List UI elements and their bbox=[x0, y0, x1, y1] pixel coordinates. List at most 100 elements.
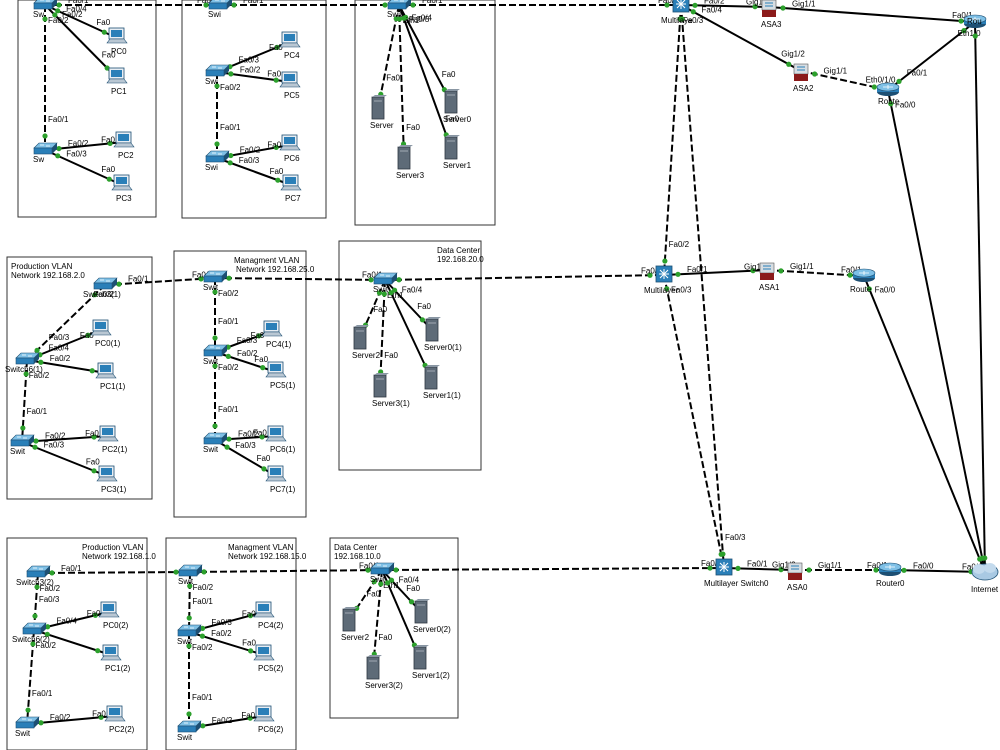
network-link: Fa0/1 bbox=[214, 271, 386, 283]
pc-icon bbox=[253, 705, 275, 722]
port-label: Fa0/1 bbox=[197, 0, 218, 5]
device-mlswitch[interactable]: Multilayer Switch0 bbox=[704, 558, 769, 588]
device-router[interactable]: Rou bbox=[963, 14, 987, 28]
switch-icon bbox=[22, 622, 47, 635]
device-switch[interactable]: Swit bbox=[178, 564, 203, 586]
network-link bbox=[384, 279, 432, 379]
pc-icon bbox=[279, 31, 301, 48]
device-pc[interactable]: PC2(2) bbox=[104, 705, 135, 734]
device-router[interactable]: Router0 bbox=[876, 562, 905, 588]
device-switch[interactable]: Swit bbox=[387, 0, 411, 19]
device-switch[interactable]: Swit bbox=[370, 562, 395, 584]
device-pc[interactable]: PC0(1) bbox=[90, 319, 121, 348]
device-pc[interactable]: PC5(2) bbox=[253, 644, 284, 673]
pc-icon bbox=[261, 320, 283, 337]
device-switch[interactable]: Swi bbox=[208, 0, 232, 19]
pc-icon bbox=[279, 134, 301, 151]
device-asa[interactable]: ASA3 bbox=[761, 0, 782, 29]
device-router[interactable]: Route bbox=[850, 268, 876, 294]
port-status-dot bbox=[34, 347, 40, 353]
device-pc[interactable]: PC2 bbox=[113, 131, 135, 160]
device-server[interactable]: Server1(2) bbox=[412, 645, 450, 680]
port-status-dot bbox=[49, 570, 55, 576]
device-server[interactable]: Server1(1) bbox=[423, 365, 461, 400]
device-pc[interactable]: PC7(1) bbox=[265, 465, 296, 494]
port-label: Fa0/0 bbox=[875, 286, 896, 295]
device-asa[interactable]: ASA0 bbox=[787, 562, 808, 592]
port-label: Fa0 bbox=[96, 18, 110, 27]
device-pc[interactable]: PC3(1) bbox=[96, 465, 127, 494]
device-pc[interactable]: PC0 bbox=[106, 27, 128, 56]
port-status-dot bbox=[778, 567, 784, 573]
device-server[interactable]: Server0 bbox=[443, 89, 472, 124]
device-label: PC0 bbox=[111, 47, 127, 56]
device-pc[interactable]: PC3 bbox=[111, 174, 133, 203]
device-mlswitch[interactable]: Multilayer bbox=[644, 265, 679, 295]
device-pc[interactable]: PC6(2) bbox=[253, 705, 284, 734]
device-pc[interactable]: PC1 bbox=[106, 67, 128, 96]
device-pc[interactable]: PC4 bbox=[279, 31, 301, 60]
port-label: Fa0/1 bbox=[867, 561, 888, 570]
device-server[interactable]: Server0(2) bbox=[413, 599, 451, 634]
port-label: Fa0/2 bbox=[704, 0, 725, 5]
device-server[interactable]: Server1 bbox=[443, 135, 472, 170]
device-server[interactable]: Server2 bbox=[352, 325, 381, 360]
device-pc[interactable]: PC6(1) bbox=[265, 425, 296, 454]
device-switch[interactable]: Sw bbox=[33, 142, 58, 164]
device-switch[interactable]: Switch6(2) bbox=[12, 622, 50, 644]
device-server[interactable]: Server3(1) bbox=[372, 373, 410, 408]
device-switch[interactable]: Swit bbox=[10, 434, 35, 456]
device-server[interactable]: Server bbox=[370, 95, 394, 130]
device-pc[interactable]: PC5(1) bbox=[265, 361, 296, 390]
device-pc[interactable]: PC7 bbox=[280, 174, 302, 203]
device-switch[interactable]: Switch3(2) bbox=[16, 565, 54, 587]
device-label: Switch3(1) bbox=[83, 290, 121, 299]
device-label: Swi bbox=[205, 163, 218, 172]
device-pc[interactable]: PC5 bbox=[279, 71, 301, 100]
server-icon bbox=[414, 599, 430, 624]
link-line bbox=[398, 4, 405, 159]
pc-icon bbox=[279, 71, 301, 88]
device-label: Server0 bbox=[443, 115, 472, 124]
device-pc[interactable]: PC4(1) bbox=[261, 320, 292, 349]
device-switch[interactable]: Switch3(1) bbox=[83, 277, 121, 299]
link-line bbox=[663, 4, 682, 276]
device-switch[interactable]: Swit bbox=[177, 720, 202, 742]
device-server[interactable]: Server2 bbox=[341, 607, 370, 642]
port-label: Fa0/4 bbox=[402, 286, 423, 295]
device-server[interactable]: Server3(2) bbox=[365, 655, 403, 690]
device-pc[interactable]: PC6 bbox=[279, 134, 301, 163]
device-asa[interactable]: ASA2 bbox=[793, 63, 814, 93]
port-status-dot bbox=[224, 444, 230, 450]
device-pc[interactable]: PC2(1) bbox=[97, 425, 128, 454]
device-server[interactable]: Server0(1) bbox=[424, 317, 462, 352]
device-server[interactable]: Server3 bbox=[396, 145, 425, 180]
device-switch[interactable]: Swit bbox=[177, 624, 202, 646]
device-pc[interactable]: PC1(1) bbox=[95, 362, 126, 391]
device-switch[interactable]: Switch6(1) bbox=[5, 352, 43, 374]
device-pc[interactable]: PC0(2) bbox=[98, 601, 129, 630]
port-status-dot bbox=[101, 29, 107, 35]
device-switch[interactable]: Swit bbox=[203, 432, 228, 454]
device-mlswitch[interactable]: Multilaye bbox=[661, 0, 693, 25]
device-switch[interactable]: Swit bbox=[15, 716, 40, 738]
zone-title: Data Center bbox=[334, 543, 377, 552]
device-switch[interactable]: Swit bbox=[203, 344, 228, 366]
device-switch[interactable]: Swit bbox=[203, 270, 228, 292]
device-pc[interactable]: PC4(2) bbox=[253, 601, 284, 630]
port-label: Gig1/1 bbox=[824, 66, 848, 75]
device-pc[interactable]: PC1(2) bbox=[100, 644, 131, 673]
device-switch[interactable]: Swi bbox=[205, 64, 230, 86]
device-switch[interactable]: Sw bbox=[33, 0, 57, 19]
port-status-dot bbox=[750, 268, 756, 274]
device-switch[interactable]: Swit bbox=[373, 272, 398, 294]
device-cloud[interactable]: Internet bbox=[971, 563, 999, 594]
port-status-dot bbox=[186, 615, 192, 621]
device-router[interactable]: Route bbox=[876, 82, 900, 106]
device-switch[interactable]: Swi bbox=[205, 150, 230, 172]
device-asa[interactable]: ASA1 bbox=[759, 262, 780, 292]
